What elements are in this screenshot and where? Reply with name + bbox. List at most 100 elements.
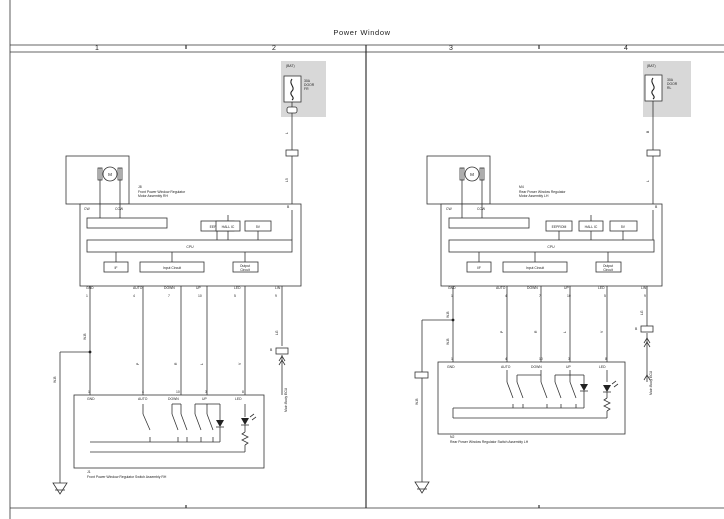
- pin-down: DOWN: [527, 286, 538, 290]
- pin-number: 10: [539, 357, 543, 361]
- junction-connector-icon: [640, 325, 654, 333]
- wire-color-label: L: [563, 331, 567, 333]
- pin-number: 10: [567, 294, 571, 298]
- pin-number: 1: [86, 294, 88, 298]
- wire-color-label: W-B: [53, 376, 57, 383]
- wire-color-label: L5: [285, 178, 289, 182]
- wire-color-label: P: [136, 362, 140, 365]
- led-icon: [603, 385, 611, 392]
- page-title: Power Window: [333, 28, 390, 37]
- switch-name: Rear Power Window Regulator Switch Assem…: [450, 440, 529, 444]
- output-circuit-label-2: Circuit: [603, 268, 613, 272]
- if-label: IF: [114, 266, 117, 270]
- pin-down: DOWN: [164, 286, 175, 290]
- pin-number: 8: [605, 357, 607, 361]
- pin-auto: AUTO: [496, 286, 506, 290]
- output-circuit-block: [595, 261, 622, 273]
- pin-gnd: GND: [448, 286, 456, 290]
- ground-icon: [52, 482, 68, 495]
- pin-up: UP: [564, 286, 569, 290]
- pin-cw: CW: [446, 207, 452, 211]
- wire-color-label: L: [285, 132, 289, 134]
- cpu-label: CPU: [186, 245, 194, 249]
- pin-number: 1: [88, 390, 90, 394]
- front-switch-contacts: [90, 403, 257, 453]
- pin-number: 7: [539, 294, 541, 298]
- regulator-name: Rear Power Window Regulator: [519, 190, 566, 194]
- junction-label: B: [270, 348, 273, 352]
- column-label-3: 3: [449, 45, 453, 52]
- wire-color-label: W-B: [83, 333, 87, 340]
- motor-label: M: [108, 172, 112, 177]
- pin-number: 10: [176, 390, 180, 394]
- ecu-label: Main Body ECU: [649, 370, 653, 395]
- pin-cw: CW: [84, 207, 90, 211]
- pin-number: 9: [275, 294, 277, 298]
- fuse-rear: (BAT) 30A DOOR RL: [643, 61, 691, 117]
- pin-number: 1: [451, 294, 453, 298]
- pin-number: 4: [133, 294, 135, 298]
- diode-icon: [216, 420, 224, 427]
- input-circuit-label: Input Circuit: [163, 266, 181, 270]
- output-circuit-block: [232, 261, 259, 273]
- cpu-block: [448, 239, 655, 253]
- wire-color-label: V: [600, 330, 604, 333]
- pin-b: B: [287, 205, 290, 209]
- regulator-connector: J8: [138, 185, 142, 189]
- front-switch-assembly: GND AUTO DOWN UP LED 1 4 10 3 8 J1 Front…: [73, 390, 265, 479]
- junction-connector-icon: [285, 149, 299, 157]
- motor-icon: [102, 166, 118, 182]
- fuse-name: DOOR: [667, 82, 678, 86]
- pin-number: 4: [505, 357, 507, 361]
- motor-driver-block: [86, 217, 168, 229]
- switch-pin-auto: AUTO: [138, 397, 148, 401]
- pin-number: 1: [451, 357, 453, 361]
- ground-icon: [414, 481, 430, 494]
- 5v-label: 5V: [621, 225, 626, 229]
- pin-lin: LIN: [641, 286, 647, 290]
- pin-number: 4: [142, 390, 144, 394]
- pin-number: 3: [205, 390, 207, 394]
- led-icon: [241, 418, 249, 425]
- pin-number: 8: [242, 390, 244, 394]
- pin-up: UP: [196, 286, 201, 290]
- pin-lin: LIN: [275, 286, 281, 290]
- wire-color-label: R: [534, 330, 538, 333]
- hall-ic-label: HALL IC: [222, 225, 235, 229]
- switch-pin-led: LED: [599, 365, 606, 369]
- resistor-icon: [603, 397, 611, 412]
- switch-pin-up: UP: [202, 397, 207, 401]
- pin-led: LED: [234, 286, 241, 290]
- regulator-name-line2: Motor Assembly LH: [519, 194, 549, 198]
- pin-number: 10: [198, 294, 202, 298]
- resistor-icon: [241, 431, 249, 446]
- junction-connector-icon: [646, 149, 661, 157]
- rear-switch-contacts: [452, 370, 619, 419]
- regulator-motor-housing: [426, 155, 491, 205]
- junction-connector-icon: [414, 371, 429, 379]
- switch-pin-down: DOWN: [168, 397, 179, 401]
- switch-pin-auto: AUTO: [501, 365, 511, 369]
- input-circuit-label: Input Circuit: [526, 266, 544, 270]
- pin-auto: AUTO: [133, 286, 143, 290]
- wire-color-label: LG: [275, 330, 279, 335]
- fuse-element-icon: [651, 77, 655, 100]
- regulator-name: Front Power Window Regulator: [138, 190, 186, 194]
- wire-color-label: L: [200, 363, 204, 365]
- regulator-connector: M4: [519, 185, 524, 189]
- hall-ic-label: HALL IC: [585, 225, 598, 229]
- output-circuit-label-2: Circuit: [240, 268, 250, 272]
- switch-pin-gnd: GND: [87, 397, 95, 401]
- ecu-label: Main Body ECU: [284, 387, 288, 412]
- switch-pin-led: LED: [235, 397, 242, 401]
- rear-regulator-pins: GND AUTO DOWN UP LED LIN 1 4 7 10 5 9: [448, 286, 647, 298]
- pin-led: LED: [598, 286, 605, 290]
- column-label-4: 4: [624, 45, 628, 52]
- column-label-1: 1: [95, 45, 99, 52]
- wire-color-label: W-B: [446, 338, 450, 345]
- pin-ccw: CCW: [115, 207, 124, 211]
- front-regulator-pins: GND AUTO DOWN UP LED LIN 1 4 7 10 5 9: [86, 286, 281, 298]
- connector-icon: [286, 106, 298, 114]
- switch-connector: J1: [87, 470, 91, 474]
- 5v-label: 5V: [256, 225, 261, 229]
